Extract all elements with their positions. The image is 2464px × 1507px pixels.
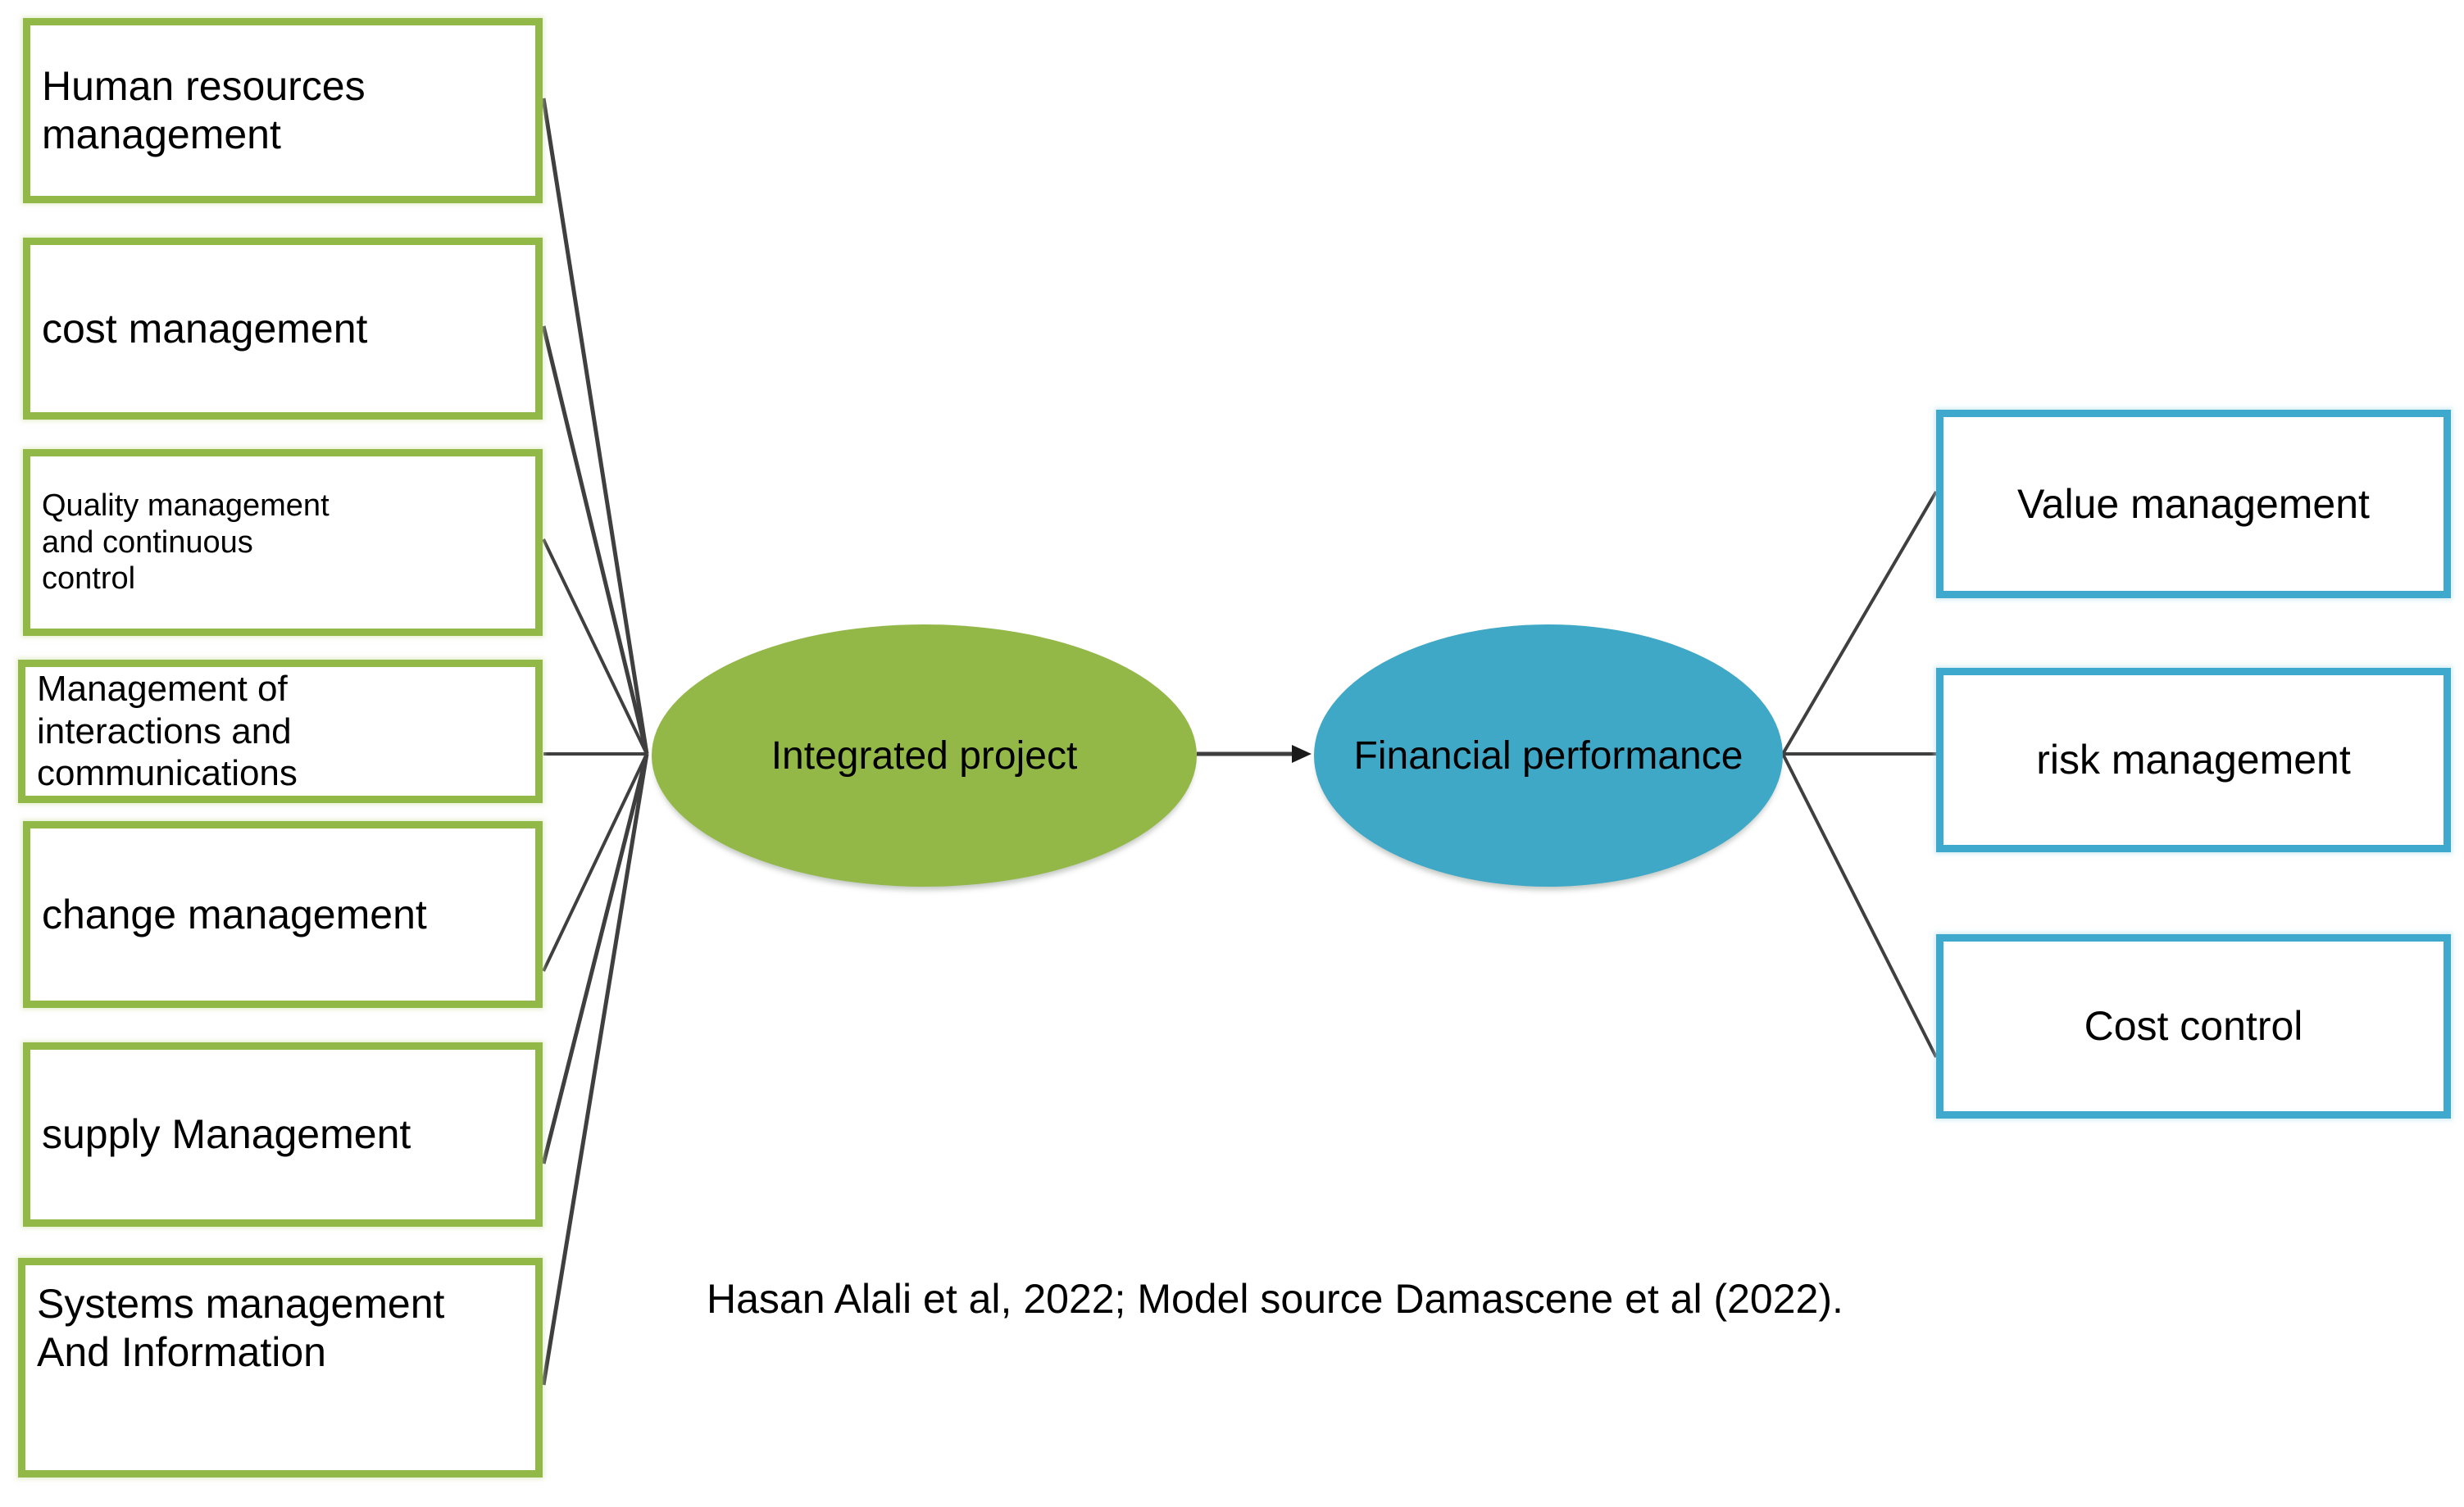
input-box-human-resources-management[interactable]: Human resources management — [23, 18, 543, 203]
input-box-label: Quality management and continuous contro… — [42, 488, 330, 597]
input-box-management-of-interactions[interactable]: Management of interactions and communica… — [18, 660, 543, 803]
center-node-financial-performance[interactable]: Financial performance — [1314, 624, 1783, 887]
input-box-quality-management[interactable]: Quality management and continuous contro… — [23, 449, 543, 636]
input-box-change-management[interactable]: change management — [23, 821, 543, 1008]
input-box-label: Systems management And Information — [37, 1281, 445, 1375]
input-box-cost-management[interactable]: cost management — [23, 238, 543, 420]
center-node-integrated-project[interactable]: Integrated project — [652, 624, 1197, 887]
output-box-risk-management[interactable]: risk management — [1936, 668, 2451, 852]
output-box-label: Cost control — [2084, 1003, 2303, 1049]
input-box-label: Human resources management — [42, 63, 366, 157]
figure-caption: Hasan Alali et al, 2022; Model source Da… — [707, 1276, 1843, 1322]
output-box-cost-control[interactable]: Cost control — [1936, 934, 2451, 1119]
input-box-label: cost management — [42, 305, 368, 352]
input-box-supply-management[interactable]: supply Management — [23, 1042, 543, 1227]
output-box-label: Value management — [2017, 480, 2370, 527]
center-node-label: Financial performance — [1353, 733, 1743, 778]
output-box-value-management[interactable]: Value management — [1936, 410, 2451, 598]
center-node-label: Integrated project — [771, 733, 1078, 778]
input-box-label: change management — [42, 891, 427, 937]
output-box-label: risk management — [2036, 737, 2351, 783]
input-box-systems-management-and-information[interactable]: Systems management And Information — [18, 1258, 543, 1477]
input-box-label: Management of interactions and communica… — [37, 668, 298, 794]
input-box-label: supply Management — [42, 1111, 411, 1157]
